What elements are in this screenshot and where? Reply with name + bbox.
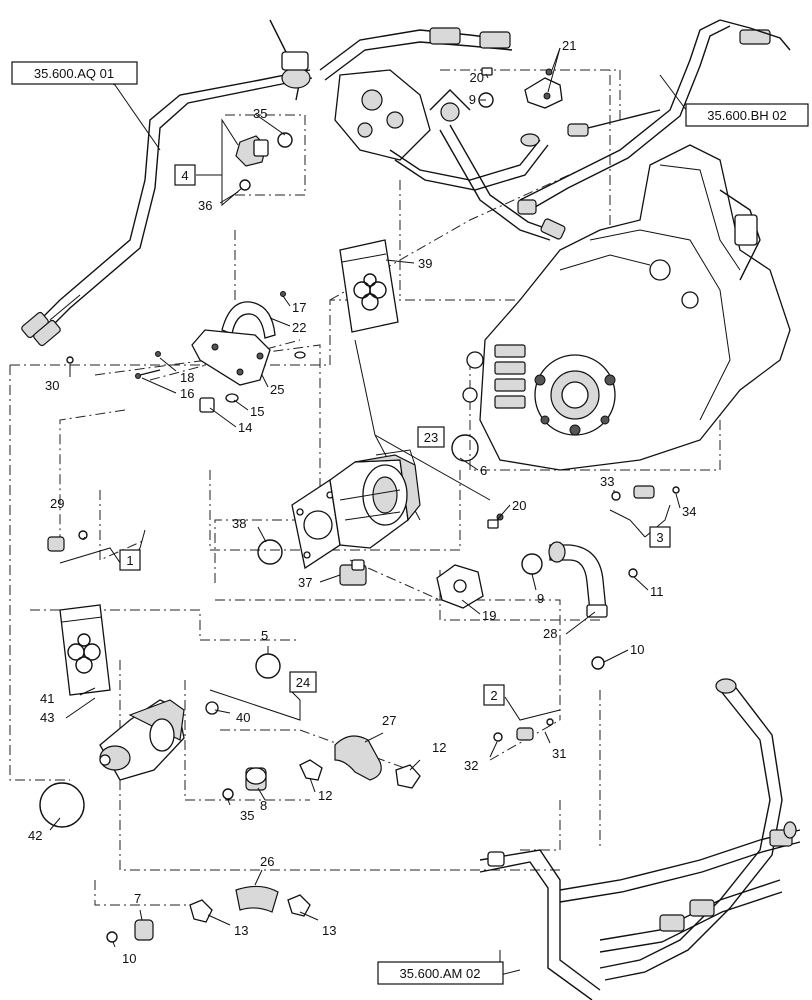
callout-43: 43: [40, 710, 54, 725]
callout-29: 29: [50, 496, 64, 511]
bottom-pipe-assembly: [479, 678, 801, 1000]
svg-text:24: 24: [296, 675, 310, 690]
svg-text:1: 1: [126, 553, 133, 568]
callout-28: 28: [543, 626, 557, 641]
leader-lines: [49, 47, 691, 976]
boxed-callout-23: 23: [417, 426, 445, 448]
elbow-group: [436, 513, 638, 670]
callout-36: 36: [198, 198, 212, 213]
callout-13-right: 13: [322, 923, 336, 938]
callout-20: 20: [512, 498, 526, 513]
boxed-callout-2: 2: [483, 684, 505, 706]
reference-bh-text: 35.600.BH 02: [707, 108, 787, 123]
fitting-group-2: [493, 718, 554, 742]
right-hose-assembly: [517, 19, 791, 215]
callout-30: 30: [45, 378, 59, 393]
fitting-group-4: [235, 132, 293, 191]
callout-20-top: 20: [470, 70, 484, 85]
callout-12-right: 12: [432, 740, 446, 755]
callout-27: 27: [382, 713, 396, 728]
hose-26-group: [106, 885, 311, 943]
callout-8: 8: [260, 798, 267, 813]
callout-17: 17: [292, 300, 306, 315]
callout-21: 21: [562, 38, 576, 53]
callout-15: 15: [250, 404, 264, 419]
top-manifold-assembly: [319, 27, 566, 241]
transmission-housing: [462, 144, 791, 471]
callout-22: 22: [292, 320, 306, 335]
svg-text:4: 4: [181, 168, 188, 183]
callout-10: 10: [630, 642, 644, 657]
left-hose-assembly: [21, 19, 313, 347]
boxed-callout-1: 1: [119, 549, 141, 571]
number-callouts: 35 36 17 22 18 16 25 15 14 39 30 6 20 20…: [28, 38, 696, 966]
svg-text:3: 3: [656, 530, 663, 545]
callout-35: 35: [253, 106, 267, 121]
callout-12: 12: [318, 788, 332, 803]
callout-41: 41: [40, 691, 54, 706]
callout-9-top: 9: [469, 92, 476, 107]
callout-7: 7: [134, 891, 141, 906]
callout-19: 19: [482, 608, 496, 623]
plug-group-1: [47, 356, 88, 552]
callout-37: 37: [298, 575, 312, 590]
fitting-group-3: [611, 485, 680, 501]
reference-am-text: 35.600.AM 02: [400, 966, 481, 981]
hose-27-group: [222, 735, 421, 800]
top-small-parts: [478, 67, 563, 109]
main-pump-23: [257, 434, 479, 586]
callout-18: 18: [180, 370, 194, 385]
callout-39: 39: [418, 256, 432, 271]
callout-14: 14: [238, 420, 252, 435]
pump-24: [39, 653, 281, 828]
seal-kit-41: [59, 604, 111, 696]
callout-11: 11: [650, 584, 664, 599]
callout-16: 16: [180, 386, 194, 401]
boxed-callout-4: 4: [174, 164, 196, 186]
callout-10-bottom: 10: [122, 951, 136, 966]
callout-34: 34: [682, 504, 696, 519]
bracket-group: [135, 291, 306, 413]
reference-label-am[interactable]: 35.600.AM 02: [377, 961, 504, 985]
callout-40: 40: [236, 710, 250, 725]
callout-31: 31: [552, 746, 566, 761]
callout-26: 26: [260, 854, 274, 869]
boxed-callout-3: 3: [649, 526, 671, 548]
callout-13: 13: [234, 923, 248, 938]
callout-25: 25: [270, 382, 284, 397]
svg-text:2: 2: [490, 688, 497, 703]
reference-label-aq[interactable]: 35.600.AQ 01: [11, 61, 138, 85]
callout-5: 5: [261, 628, 268, 643]
callout-32: 32: [464, 758, 478, 773]
reference-aq-text: 35.600.AQ 01: [34, 66, 114, 81]
callout-38: 38: [232, 516, 246, 531]
seal-kit-39: [339, 239, 491, 521]
callout-6: 6: [480, 463, 487, 478]
callout-33: 33: [600, 474, 614, 489]
boxed-callout-24: 24: [289, 671, 317, 693]
reference-label-bh[interactable]: 35.600.BH 02: [685, 103, 809, 127]
callout-42: 42: [28, 828, 42, 843]
callout-35-bottom: 35: [240, 808, 254, 823]
callout-9: 9: [537, 591, 544, 606]
svg-text:23: 23: [424, 430, 438, 445]
